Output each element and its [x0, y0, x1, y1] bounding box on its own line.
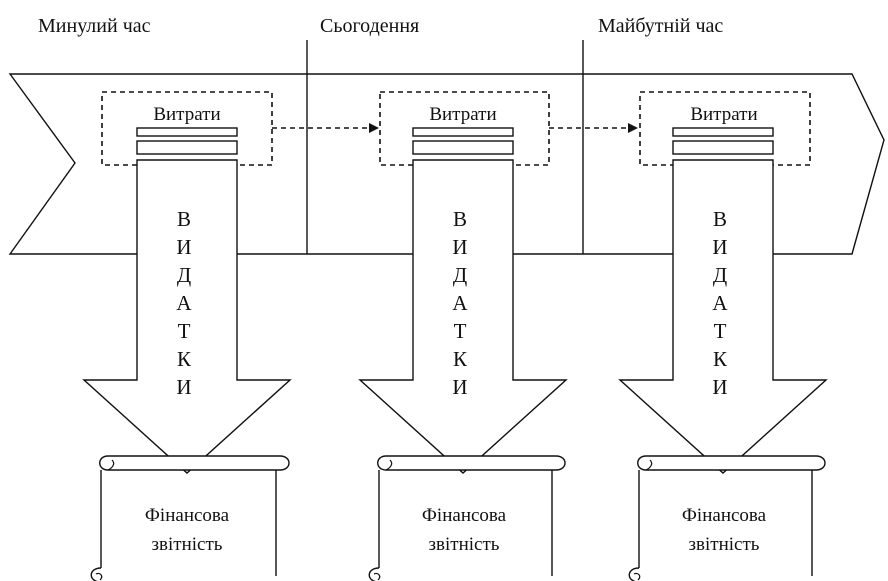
arrow-letter: И	[176, 235, 191, 259]
report-line2: звітність	[689, 534, 760, 555]
arrow-letter: К	[453, 347, 468, 371]
label-present: Сьогодення	[320, 15, 419, 37]
arrow-letter: Т	[454, 319, 467, 343]
cost-bar-bottom	[412, 140, 514, 155]
report-scroll	[628, 455, 826, 581]
arrow-letter: Д	[453, 263, 467, 287]
arrow-letter: Д	[713, 263, 727, 287]
report-line2: звітність	[152, 534, 223, 555]
label-past: Минулий час	[38, 15, 151, 37]
cost-label: Витрати	[429, 104, 496, 125]
arrow-letter: В	[453, 207, 467, 231]
arrow-letter: И	[712, 235, 727, 259]
arrow-letter: К	[713, 347, 728, 371]
stage-1: Витрати В И Д А Т К И Фінансова звітніст…	[82, 91, 292, 581]
cost-bar-top	[412, 127, 514, 137]
arrow-letter: А	[176, 291, 192, 315]
arrow-letter: К	[177, 347, 192, 371]
cost-bar-bottom	[672, 140, 774, 155]
arrow-letter: Т	[714, 319, 727, 343]
report-line2: звітність	[429, 534, 500, 555]
cost-bar-bottom	[136, 140, 238, 155]
arrow-letter: И	[176, 375, 191, 399]
arrow-letter: В	[713, 207, 727, 231]
report-line1: Фінансова	[145, 505, 230, 526]
arrow-letter: Д	[177, 263, 191, 287]
cost-label: Витрати	[153, 104, 220, 125]
arrow-letter: И	[712, 375, 727, 399]
arrow-letter: В	[177, 207, 191, 231]
arrow-letter: И	[452, 375, 467, 399]
stage-2: Витрати В И Д А Т К И Фінансова звітніст…	[358, 91, 568, 581]
report-line1: Фінансова	[422, 505, 507, 526]
timeline-band	[8, 73, 885, 255]
label-future: Майбутній час	[598, 15, 723, 37]
arrow-letter: И	[452, 235, 467, 259]
expense-arrow	[618, 159, 828, 474]
cost-bar-top	[136, 127, 238, 137]
cost-bar-top	[672, 127, 774, 137]
expense-arrow	[82, 159, 292, 474]
report-line1: Фінансова	[682, 505, 767, 526]
arrow-letter: А	[712, 291, 728, 315]
cost-label: Витрати	[690, 104, 757, 125]
report-scroll	[368, 455, 566, 581]
stage-3: Витрати В И Д А Т К И Фінансова звітніст…	[618, 91, 828, 581]
report-scroll	[90, 455, 290, 581]
arrow-letter: А	[452, 291, 468, 315]
expense-arrow	[358, 159, 568, 474]
arrow-letter: Т	[178, 319, 191, 343]
